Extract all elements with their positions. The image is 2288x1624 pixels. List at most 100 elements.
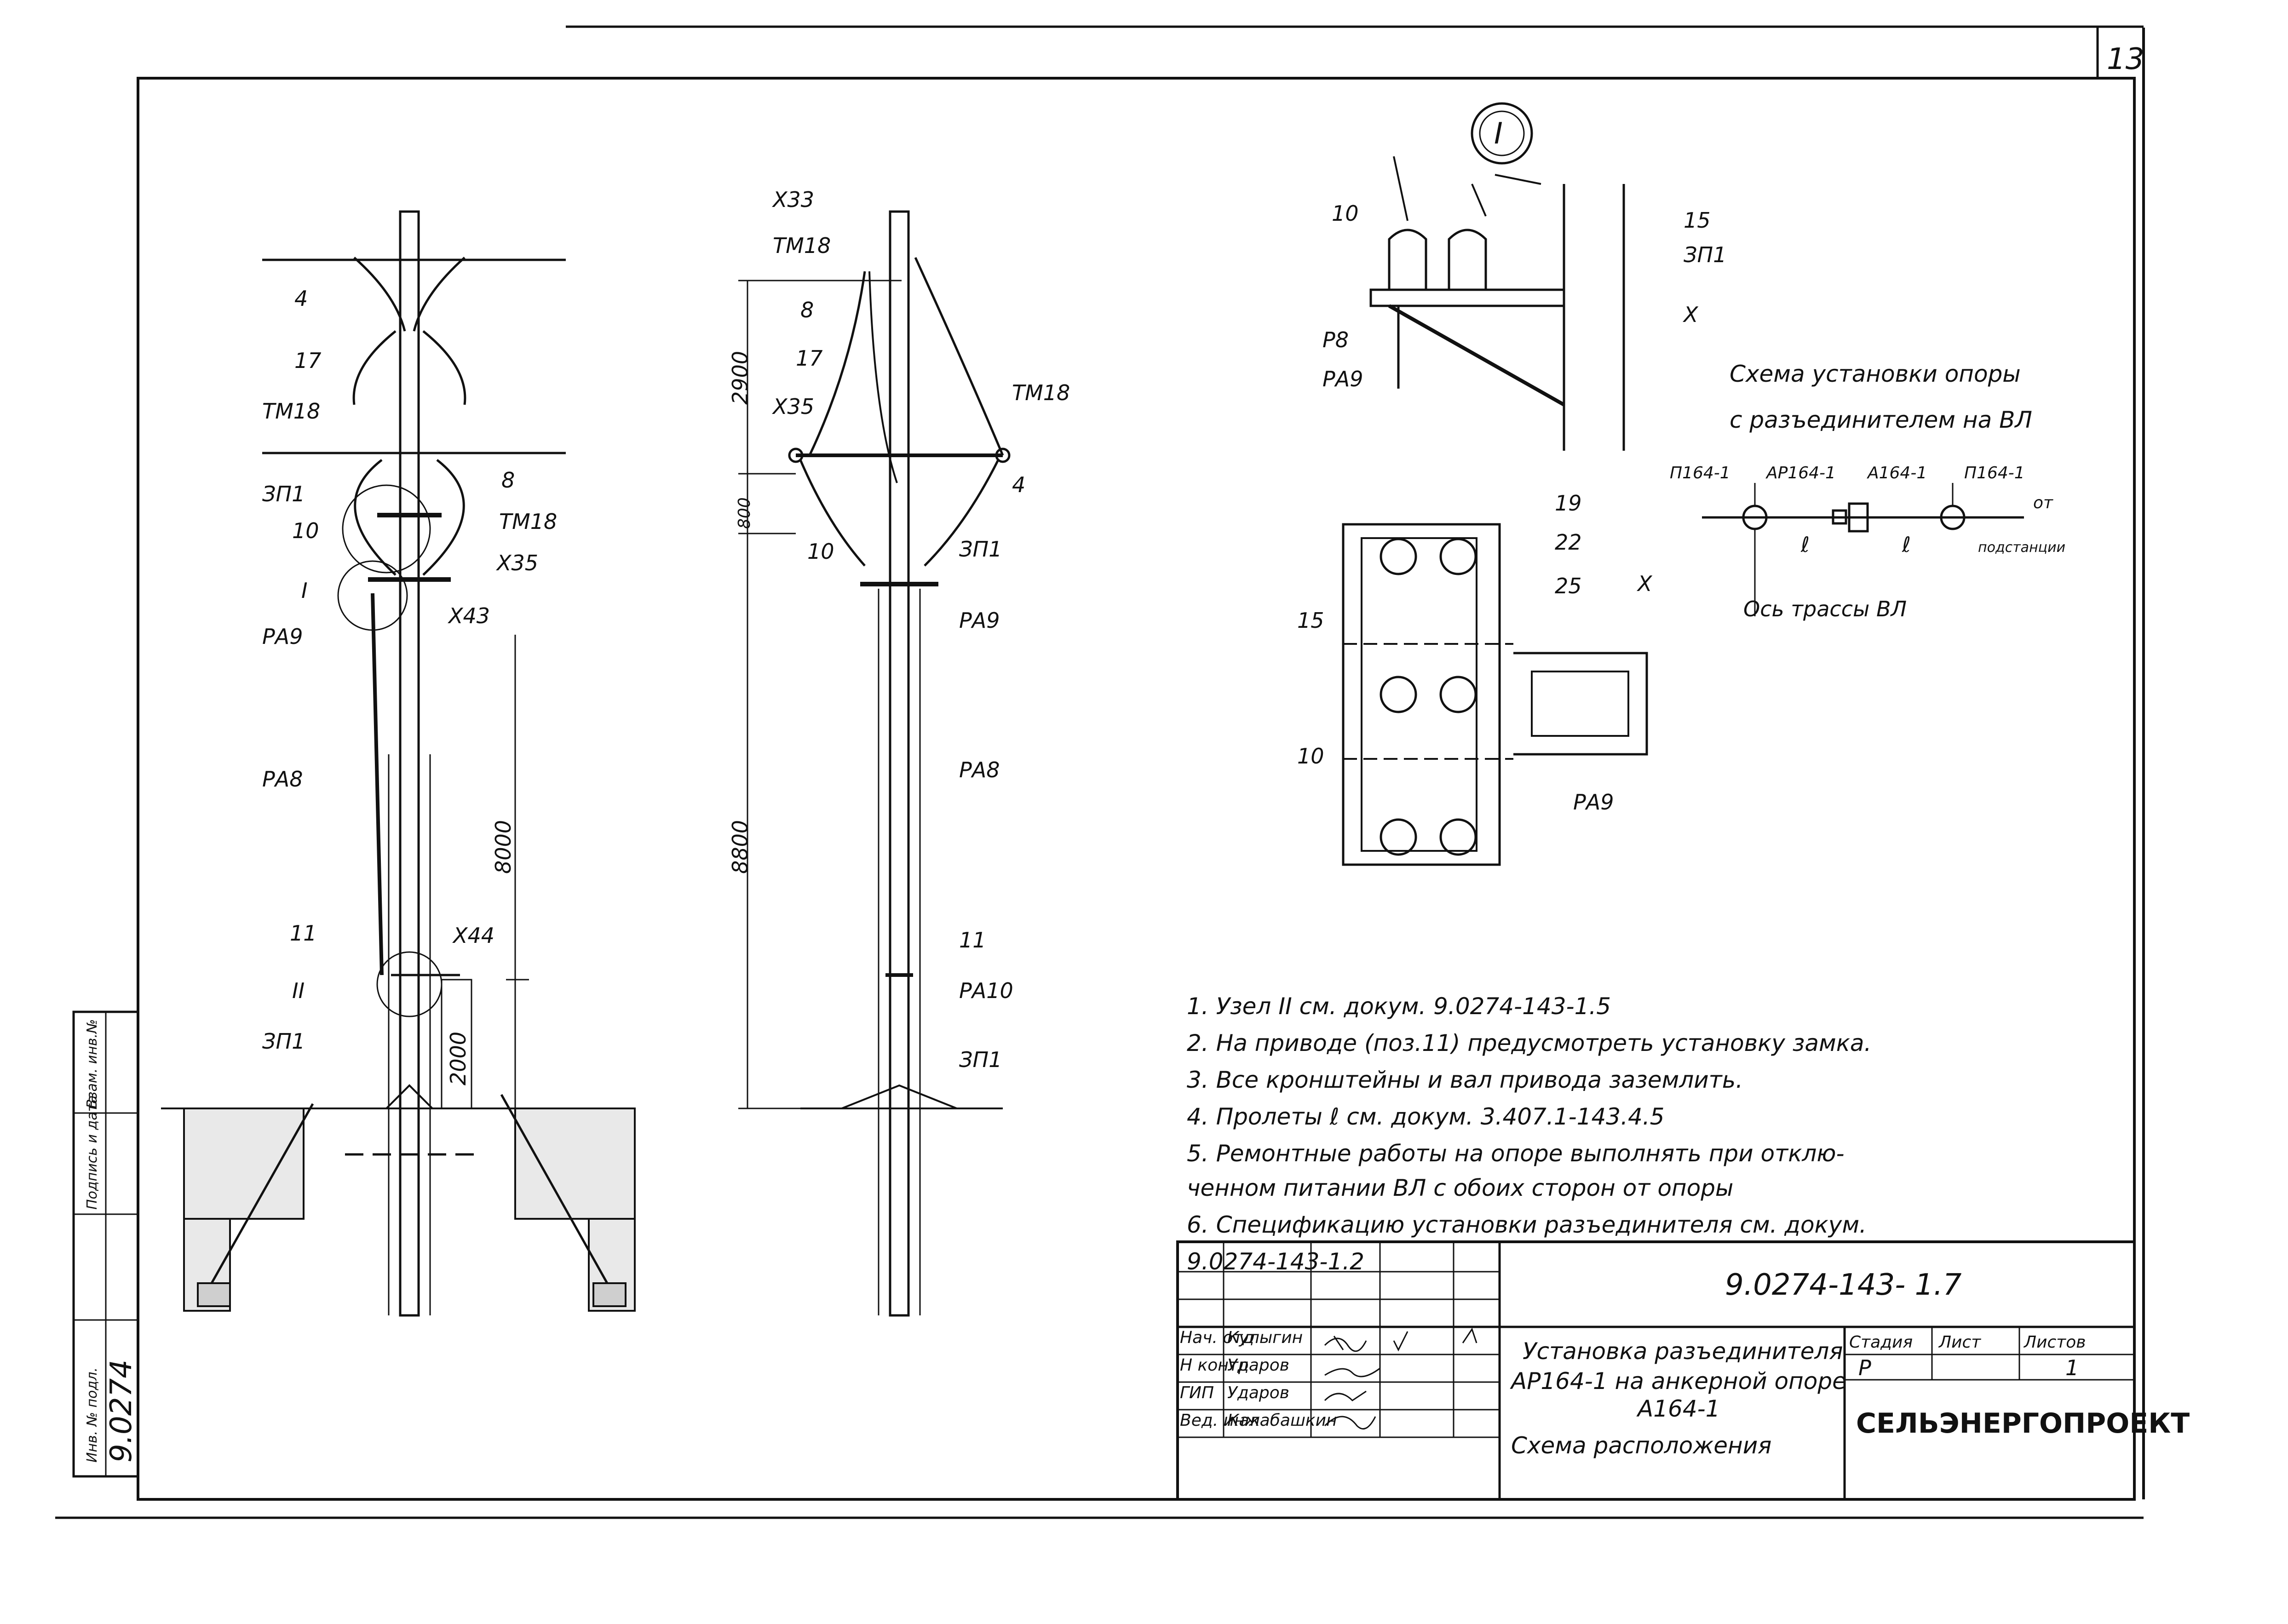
left-label-8: 8 [501,468,515,493]
scheme-label-ar164: АР164-1 [1765,464,1836,482]
stamp-field-signature: Подпись и дата [84,1096,100,1210]
right-label-tm18-b: ТМ18 [1012,380,1070,405]
scheme-title-line1: Схема установки опоры [1730,361,2021,387]
name-norm-control: Ударов [1227,1356,1289,1375]
right-label-ra10: РА10 [959,978,1013,1003]
drawing-frame [55,25,2145,1519]
detail-I-labels: 10 15 ЗП1 Х Р8 РА9 [1322,201,1726,391]
side-stamp: Взам. инв.№ Подпись и дата Инв. № подл. … [72,1010,139,1478]
sheet-header: Лист [1938,1333,1981,1352]
title-block: 9.0274-143- 1.7 Нач. отд Н контр ГИП Вед… [1176,1240,2190,1501]
role-norm-control: Н контр [1180,1356,1249,1375]
right-label-x35: Х35 [772,394,814,419]
detail-label-10: 10 [1332,201,1359,226]
right-pole-labels: Х33 ТМ18 8 17 Х35 ТМ18 4 10 ЗП1 РА9 РА8 … [728,187,1070,1072]
right-label-4: 4 [1012,472,1025,497]
right-label-10: 10 [807,539,834,564]
right-label-tm18-a: ТМ18 [773,233,831,258]
scheme-span-label-2: ℓ [1902,532,1911,557]
right-dimension-8800: 8800 [728,820,753,874]
plan-label-x: Х [1637,571,1653,596]
right-label-x33: Х33 [772,187,814,212]
scheme-from-label: от [2033,494,2053,512]
detail-label-ra9: РА9 [1322,367,1363,391]
plan-label-15: 15 [1297,608,1324,633]
note-6: 6. Спецификацию установки разъединителя … [1187,1211,1867,1238]
signatures [1324,1327,1477,1430]
left-label-x44: Х44 [452,923,494,948]
organization-name: СЕЛЬЭНЕРГОПРОЕКТ [1856,1407,2190,1440]
note-3: 3. Все кронштейны и вал привода заземлит… [1187,1067,1743,1093]
stage-value: Р [1858,1355,1871,1380]
scheme-label-a164: А164-1 [1867,464,1927,482]
left-label-node-II: II [292,978,305,1003]
plan-label-22: 22 [1555,530,1582,555]
scheme-axis-label: Ось трассы ВЛ [1743,597,1907,621]
right-label-ra9: РА9 [959,608,1000,633]
stamp-inventory-value: 9.0274 [104,1360,138,1463]
sheets-value: 1 [2065,1355,2079,1380]
left-label-ra9: РА9 [262,624,303,649]
left-label-tm18-b: ТМ18 [499,509,557,534]
scheme-title-line2: с разъединителем на ВЛ [1730,407,2032,433]
scheme-label-p164-b: П164-1 [1964,464,2025,482]
detail-label-r8: Р8 [1322,327,1349,352]
left-label-11: 11 [290,921,317,946]
name-head-of-department: Кулыгин [1227,1328,1303,1347]
detail-label-x: Х [1683,302,1699,327]
page-number: 13 [2107,42,2144,76]
role-chief-engineer: ГИП [1180,1383,1214,1402]
left-dimension-2000: 2000 [446,1032,471,1085]
note-1: 1. Узел II см. докум. 9.0274-143-1.5 [1187,993,1611,1020]
note-6-continued: 9.0274-143-1.2 [1187,1248,1364,1275]
right-dimension-2900: 2900 [728,351,753,405]
left-label-10: 10 [292,518,319,543]
plan-label-10: 10 [1297,744,1324,769]
detail-label-zp1: ЗП1 [1684,242,1726,267]
plan-label-ra9: РА9 [1573,790,1614,815]
stamp-field-replace: Взам. инв.№ [84,1019,100,1108]
detail-I-drawing: I [1369,102,1625,451]
right-label-11: 11 [959,928,986,953]
plan-view-labels: 19 22 25 Х 15 10 РА9 [1297,491,1653,815]
line-scheme: Схема установки опоры с разъединителем н… [1670,361,2065,621]
detail-label-15: 15 [1684,208,1711,233]
left-label-zp1-top: ЗП1 [262,482,305,506]
scheme-from-substation-label: подстанции [1978,539,2065,556]
scheme-label-p164-a: П164-1 [1670,464,1730,482]
description-line-3: А164-1 [1636,1395,1720,1422]
note-5-continued: ченном питании ВЛ с обоих сторон от опор… [1187,1175,1733,1201]
scheme-span-label-1: ℓ [1800,532,1810,557]
sheets-header: Листов [2023,1333,2086,1352]
left-label-x35: Х35 [496,551,538,575]
right-label-zp1-top: ЗП1 [959,537,1002,562]
role-head-of-department: Нач. отд [1180,1328,1254,1347]
right-label-8: 8 [800,298,814,322]
stage-header: Стадия [1849,1333,1913,1352]
role-lead-engineer: Вед. инж [1180,1411,1260,1430]
stamp-field-inventory: Инв. № подл. [84,1367,100,1463]
right-dimension-800: 800 [735,497,754,529]
name-chief-engineer: Ударов [1227,1383,1289,1402]
drawing-code: 9.0274-143- 1.7 [1725,1268,1962,1302]
note-4: 4. Пролеты ℓ см. докум. 3.407.1-143.4.5 [1187,1103,1664,1130]
plan-label-25: 25 [1555,574,1582,598]
notes: 1. Узел II см. докум. 9.0274-143-1.5 2. … [1187,993,1871,1275]
plan-view-drawing [1342,523,1648,866]
plan-label-19: 19 [1555,491,1582,516]
right-pole-drawing [738,210,1011,1317]
left-dimension-8000: 8000 [491,820,516,874]
left-label-4: 4 [294,286,308,311]
detail-I-mark: I [1494,117,1503,151]
left-pole-drawing [161,210,636,1317]
description-line-2: АР164-1 на анкерной опоре [1510,1368,1846,1394]
left-pole-labels: 4 17 ТМ18 ЗП1 10 I РА9 8 ТМ18 Х35 Х43 РА… [262,286,557,1085]
left-label-tm18-a: ТМ18 [262,399,320,424]
left-label-x43: Х43 [448,603,490,628]
left-label-zp1-bottom: ЗП1 [262,1029,305,1054]
description-line-4: Схема расположения [1511,1432,1771,1459]
right-label-zp1-bottom: ЗП1 [959,1047,1002,1072]
note-2: 2. На приводе (поз.11) предусмотреть уст… [1187,1030,1871,1056]
description-line-1: Установка разъединителя [1523,1338,1843,1365]
